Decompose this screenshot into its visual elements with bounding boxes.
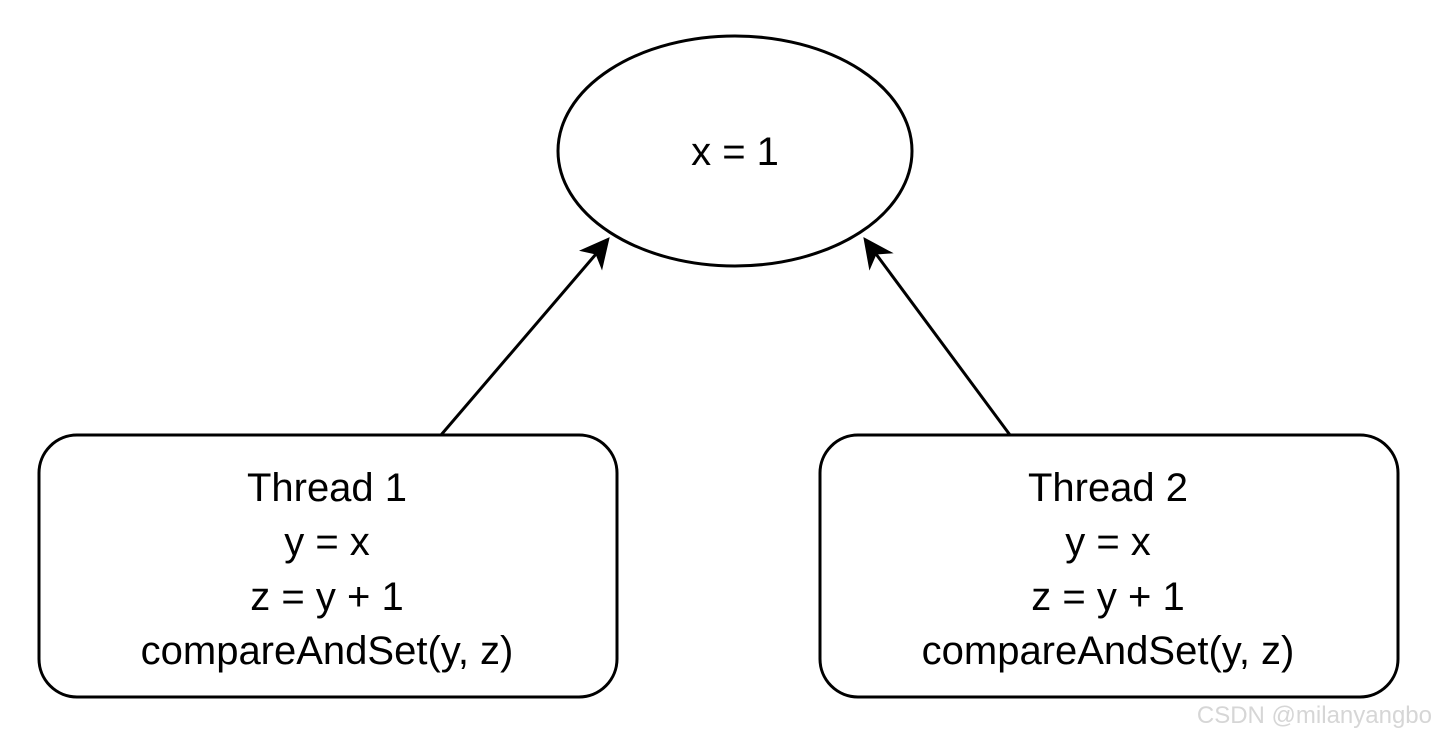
thread-1-box: [37, 433, 619, 699]
edge-thread-2-to-state: [863, 237, 1012, 436]
thread-1-node: Thread 1 y = x z = y + 1 compareAndSet(y…: [37, 433, 619, 699]
thread-2-node: Thread 2 y = x z = y + 1 compareAndSet(y…: [818, 433, 1400, 699]
thread-1-line: y = x: [284, 520, 370, 564]
arrowhead: [579, 237, 610, 271]
thread-2-line: y = x: [1065, 520, 1151, 564]
thread-2-title: Thread 2: [1028, 466, 1188, 510]
state-label: x = 1: [691, 130, 779, 174]
edge-thread-1-to-state: [439, 237, 610, 436]
thread-2-box: [818, 433, 1400, 699]
watermark: CSDN @milanyangbo: [1197, 702, 1432, 729]
thread-2-line: z = y + 1: [1031, 575, 1184, 619]
thread-2-line: compareAndSet(y, z): [922, 629, 1295, 673]
state-ellipse: [556, 34, 914, 268]
thread-1-title: Thread 1: [247, 466, 407, 510]
thread-1-line: z = y + 1: [250, 575, 403, 619]
thread-1-line: compareAndSet(y, z): [141, 629, 514, 673]
arrowhead: [863, 237, 894, 271]
state-node: x = 1: [556, 34, 914, 268]
